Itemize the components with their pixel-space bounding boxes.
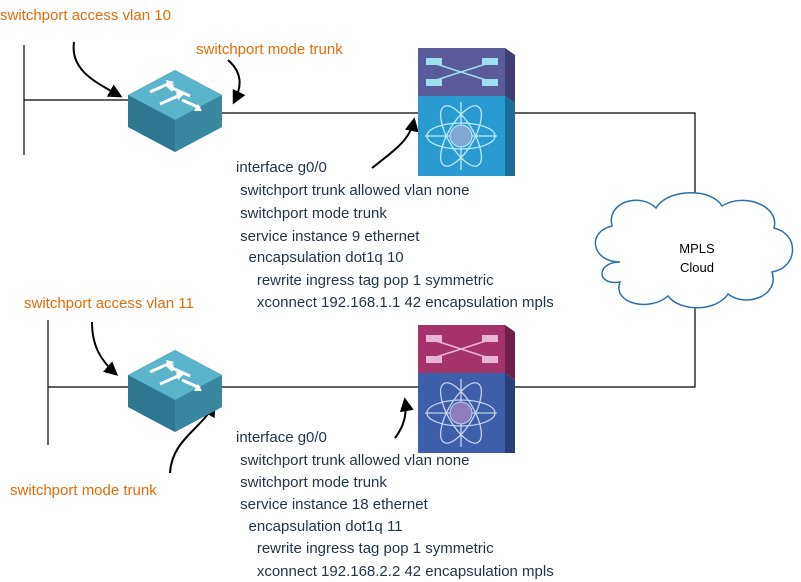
router-icon-1 — [418, 48, 515, 176]
config-line: encapsulation dot1q 11 — [236, 518, 403, 535]
access-vlan-label-1: switchport access vlan 10 — [0, 7, 171, 24]
trunk-mode-label-1: switchport mode trunk — [196, 41, 343, 58]
switch-icon-1 — [128, 70, 222, 152]
links — [23, 45, 696, 445]
config-line: switchport trunk allowed vlan none — [236, 452, 469, 469]
cloud-label-line1: MPLS — [679, 241, 715, 256]
trunk-mode-label-2: switchport mode trunk — [10, 482, 157, 499]
config-block-1: interface g0/0 switchport trunk allowed … — [236, 159, 554, 311]
config-line: interface g0/0 — [236, 159, 327, 176]
config-line: service instance 9 ethernet — [236, 228, 420, 245]
router-icon-2 — [418, 325, 515, 453]
cloud-icon: MPLS Cloud — [594, 192, 794, 309]
config-line: service instance 18 ethernet — [236, 496, 429, 513]
config-line: rewrite ingress tag pop 1 symmetric — [236, 272, 494, 289]
arrow-trunk-1 — [227, 59, 246, 105]
switch-icon-2 — [128, 350, 222, 432]
config-line: switchport mode trunk — [236, 474, 387, 491]
cloud-label-line2: Cloud — [680, 260, 714, 275]
config-block-2: interface g0/0 switchport trunk allowed … — [236, 429, 554, 580]
config-line: encapsulation dot1q 10 — [236, 249, 404, 266]
config-line: rewrite ingress tag pop 1 symmetric — [236, 540, 494, 557]
access-vlan-label-2: switchport access vlan 11 — [24, 295, 194, 312]
wan-link-1 — [515, 112, 696, 200]
arrow-config-1 — [371, 117, 419, 169]
arrow-access-2 — [91, 321, 119, 376]
arrow-access-1 — [72, 41, 123, 98]
config-line: xconnect 192.168.1.1 42 encapsulation mp… — [236, 294, 554, 311]
arrow-config-2 — [394, 397, 414, 439]
config-line: switchport mode trunk — [236, 205, 387, 222]
wan-link-2 — [515, 305, 696, 388]
config-line: switchport trunk allowed vlan none — [236, 182, 469, 199]
config-line: interface g0/0 — [236, 429, 327, 446]
config-line: xconnect 192.168.2.2 42 encapsulation mp… — [236, 563, 554, 580]
